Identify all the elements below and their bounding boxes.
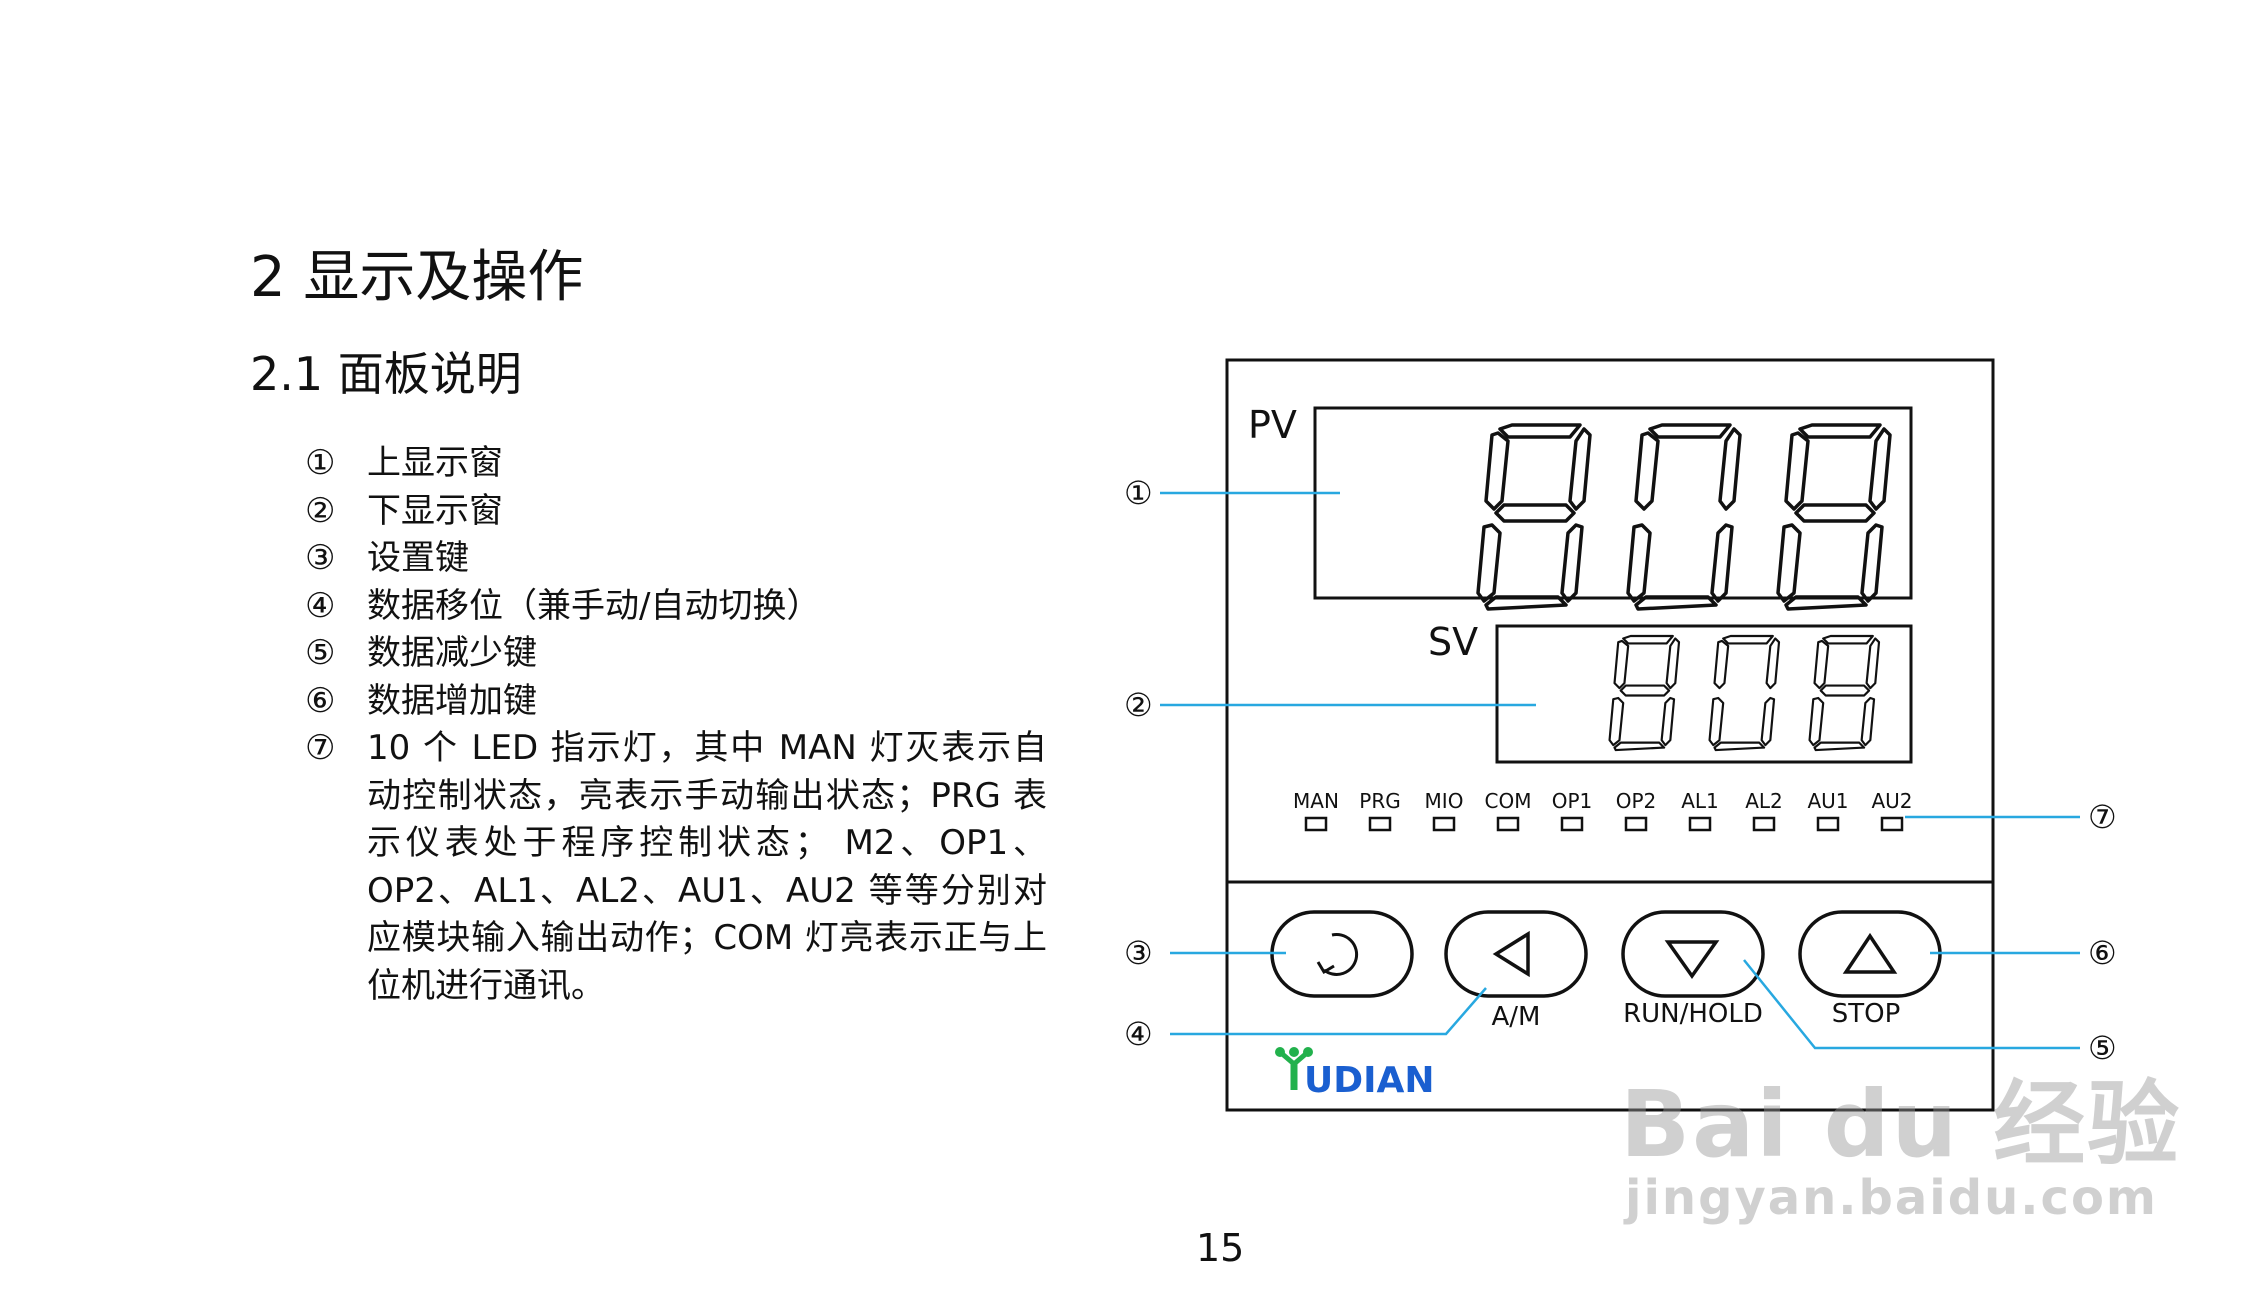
led-indicator-man: [1304, 816, 1328, 832]
callout-1: ①: [1124, 474, 1153, 512]
legend-item-1: ① 上显示窗: [305, 440, 1047, 488]
callout-lines: [1160, 491, 2080, 1050]
pv-digit-1: [1476, 423, 1592, 611]
callout-2: ②: [1124, 686, 1153, 724]
callout-4: ④: [1124, 1015, 1153, 1053]
legend-item-7: ⑦ 10 个 LED 指示灯，其中 MAN 灯灭表示自动控制状态，亮表示手动输出状…: [305, 725, 1047, 1010]
pv-digit-3: [1776, 423, 1892, 611]
legend-number: ①: [305, 443, 336, 483]
led-indicator-op2: [1624, 816, 1648, 832]
increase-button[interactable]: [1798, 910, 1942, 998]
sv-digit-3: [1808, 634, 1881, 752]
legend-number: ⑦: [305, 728, 336, 768]
callout-5: ⑤: [2088, 1029, 2117, 1067]
sv-digit-2: [1708, 634, 1781, 752]
callout-numbers: ① ② ③ ④ ⑤ ⑥ ⑦: [1124, 474, 2117, 1067]
led-indicator-au2: [1880, 816, 1904, 832]
legend-text: 数据减少键: [367, 633, 537, 673]
am-label: A/M: [1492, 1002, 1541, 1032]
sv-digit-1: [1608, 634, 1681, 752]
pv-digit-2: [1626, 423, 1742, 611]
led-label-com: COM: [1485, 789, 1532, 813]
legend-text: 下显示窗: [367, 490, 503, 531]
legend-number: ⑤: [305, 633, 336, 673]
legend-number: ③: [305, 538, 336, 578]
run-hold-label: RUN/HOLD: [1623, 999, 1763, 1029]
legend-item-4: ④ 数据移位（兼手动/自动切换）: [305, 583, 1047, 631]
page-number: 15: [1196, 1226, 1245, 1270]
triangle-up-icon: [1842, 932, 1898, 974]
callout-6: ⑥: [2088, 934, 2117, 972]
led-indicator-mio: [1432, 816, 1456, 832]
led-indicator-al2: [1752, 816, 1776, 832]
led-label-al1: AL1: [1681, 789, 1719, 813]
legend-text: 数据增加键: [367, 680, 537, 721]
led-indicator-au1: [1816, 816, 1840, 832]
triangle-left-icon: [1492, 930, 1530, 978]
shift-am-button[interactable]: [1444, 910, 1588, 998]
led-label-prg: PRG: [1359, 789, 1400, 813]
yudian-logo: UDIAN: [1275, 1047, 1435, 1101]
set-button[interactable]: [1270, 910, 1414, 998]
led-indicator-row: MAN PRG MIO COM OP1 OP2 AL1 AL2 AU1 AU2: [1293, 789, 1913, 832]
decrease-button[interactable]: [1621, 910, 1765, 998]
legend-number: ②: [305, 490, 336, 531]
legend-number: ④: [305, 585, 336, 626]
cycle-icon: [1316, 932, 1359, 976]
led-label-op2: OP2: [1616, 789, 1657, 813]
legend-item-2: ② 下显示窗: [305, 488, 1047, 536]
legend-number: ⑥: [305, 680, 336, 721]
section-title: 2 显示及操作: [250, 245, 584, 310]
led-label-mio: MIO: [1425, 789, 1464, 813]
led-label-man: MAN: [1293, 789, 1339, 813]
subsection-title: 2.1 面板说明: [250, 347, 522, 401]
callout-3: ③: [1124, 934, 1153, 972]
upper-display-window: [1313, 406, 1913, 600]
pv-label: PV: [1248, 403, 1297, 447]
led-label-al2: AL2: [1745, 789, 1783, 813]
legend-text: 上显示窗: [367, 443, 503, 483]
legend-text: 设置键: [367, 538, 469, 578]
legend-text: 10 个 LED 指示灯，其中 MAN 灯灭表示自动控制状态，亮表示手动输出状态…: [367, 728, 1047, 1006]
stop-label: STOP: [1832, 999, 1901, 1029]
triangle-down-icon: [1664, 940, 1720, 980]
legend-item-5: ⑤ 数据减少键: [305, 630, 1047, 678]
legend-item-6: ⑥ 数据增加键: [305, 678, 1047, 726]
led-label-op1: OP1: [1552, 789, 1593, 813]
watermark-url: jingyan.baidu.com: [1625, 1170, 2158, 1226]
lower-display-window: [1495, 624, 1913, 764]
led-indicator-prg: [1368, 816, 1392, 832]
led-label-au2: AU2: [1871, 789, 1912, 813]
led-indicator-op1: [1560, 816, 1584, 832]
callout-7: ⑦: [2088, 798, 2117, 836]
legend-text: 数据移位（兼手动/自动切换）: [367, 585, 821, 626]
brand-text: UDIAN: [1304, 1060, 1435, 1101]
led-label-au1: AU1: [1807, 789, 1848, 813]
led-indicator-com: [1496, 816, 1520, 832]
panel-frame: [1225, 358, 1995, 1112]
legend-item-3: ③ 设置键: [305, 535, 1047, 583]
led-indicator-al1: [1688, 816, 1712, 832]
sv-label: SV: [1428, 620, 1478, 664]
watermark-logo: Bai du 经验: [1620, 1071, 2182, 1178]
